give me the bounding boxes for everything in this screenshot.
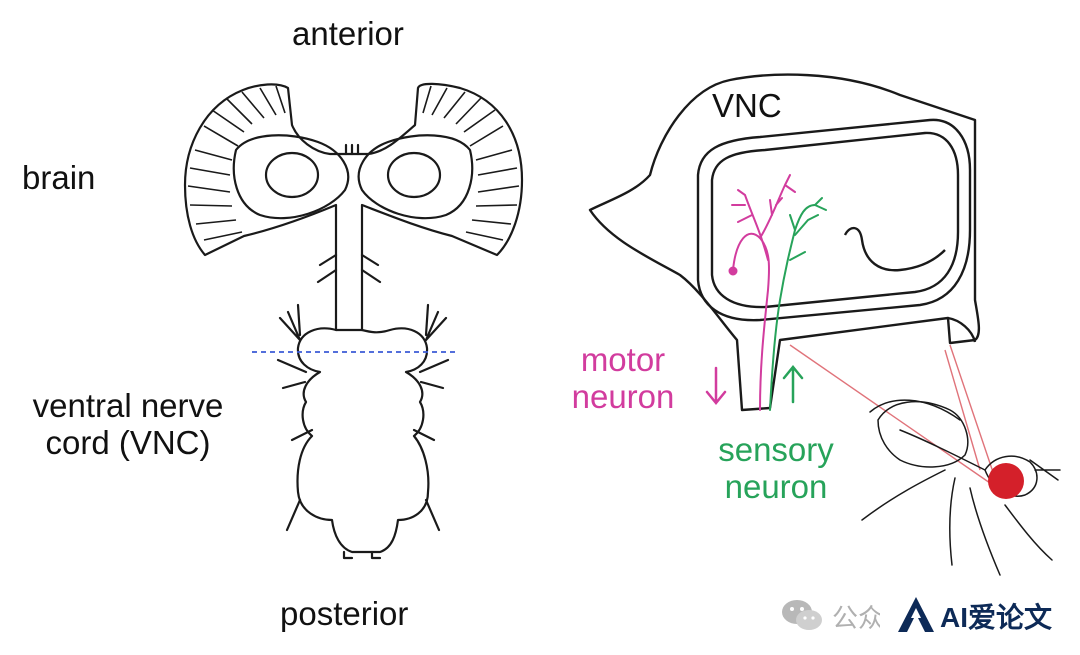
left-lobe-nucleus — [264, 151, 320, 199]
ai-brand-logo-icon — [898, 597, 934, 632]
sensory-neuron — [769, 197, 827, 411]
fly — [861, 399, 1061, 576]
label-vnc-inset: VNC — [712, 87, 782, 124]
label-motor-neuron: motor neuron — [560, 341, 686, 416]
right-lobe-core — [357, 134, 474, 220]
label-sensory-line2: neuron — [724, 467, 828, 505]
label-ventral-nerve-cord: ventral nerve cord (VNC) — [18, 387, 238, 462]
fly-eye — [988, 463, 1024, 499]
label-vnc-line2: cord (VNC) — [45, 423, 211, 461]
vnc-outline — [296, 327, 430, 554]
label-brain: brain — [22, 159, 96, 196]
watermark-partial-text: 公众 — [832, 603, 880, 633]
vnc-section-outer — [588, 73, 981, 412]
motor-neuron — [728, 174, 796, 411]
label-sensory-neuron: sensory neuron — [706, 431, 846, 506]
label-anterior: anterior — [292, 15, 404, 52]
brain-outline — [183, 82, 524, 332]
watermark-brand-text: AI爱论文 — [940, 602, 1053, 633]
vnc-section-window-outer — [696, 118, 972, 322]
watermark: 公众 AI爱论文 — [780, 592, 1080, 640]
label-vnc-line1: ventral nerve — [32, 387, 224, 424]
wechat-icon — [782, 600, 822, 630]
motor-arrow — [705, 366, 727, 405]
sensory-arrow — [782, 365, 804, 404]
label-motor-line2: neuron — [571, 377, 675, 415]
left-lobe-core — [232, 134, 350, 220]
right-lobe-nucleus — [386, 151, 442, 199]
label-motor-line1: motor — [580, 341, 666, 378]
label-sensory-line1: sensory — [718, 431, 834, 468]
label-posterior: posterior — [280, 595, 409, 632]
vnc-section-window-inner — [710, 131, 960, 309]
